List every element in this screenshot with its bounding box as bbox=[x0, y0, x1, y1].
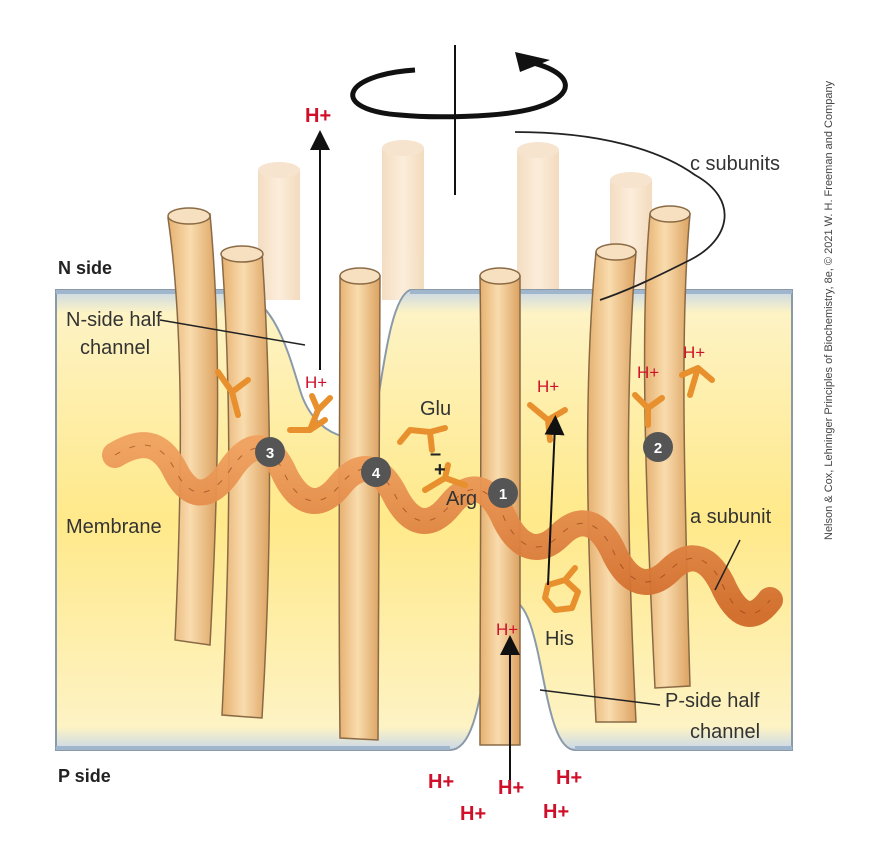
a-subunit-leader bbox=[714, 539, 741, 591]
proton-exit: H+ bbox=[305, 105, 331, 127]
c-helix-front-4-top bbox=[479, 267, 521, 285]
badge-1-label: 1 bbox=[499, 486, 507, 503]
c-helix-back-2 bbox=[382, 148, 424, 300]
c-helix-front-1 bbox=[167, 213, 219, 646]
n-half-channel-label-2: channel bbox=[80, 337, 150, 359]
a-subunit-label: a subunit bbox=[690, 506, 772, 528]
his-label: His bbox=[545, 628, 574, 650]
c-helix-back-3 bbox=[517, 150, 559, 300]
c-helix-back-1-top bbox=[258, 162, 300, 178]
badge-3-label: 3 bbox=[266, 445, 274, 462]
residue-site-5 bbox=[632, 392, 665, 428]
badge-2 bbox=[643, 432, 673, 462]
rotation-indicator bbox=[350, 45, 568, 195]
residue-arg bbox=[422, 462, 468, 493]
credit-line: Nelson & Cox, Lehninger Principles of Bi… bbox=[823, 80, 835, 540]
proton-site-3: H+ bbox=[305, 373, 327, 392]
rotation-arrow bbox=[350, 57, 568, 120]
badge-4 bbox=[361, 457, 391, 487]
glu-label: Glu bbox=[420, 398, 451, 420]
c-helix-back-2-top bbox=[382, 140, 424, 156]
badge-1 bbox=[488, 478, 518, 508]
site-badges: 3 4 1 2 bbox=[255, 432, 673, 508]
c-helix-back-3-top bbox=[517, 142, 559, 158]
proton-p-4: H+ bbox=[460, 803, 486, 825]
c-helix-front-2-top bbox=[220, 245, 264, 263]
protons: H+ H+ H+ H+ H+ H+ H+ H+ H+ H+ H+ bbox=[305, 105, 705, 825]
n-side-label: N side bbox=[58, 258, 112, 278]
residue-glu-site-3 bbox=[287, 393, 333, 433]
plus-sign: + bbox=[434, 459, 446, 481]
membrane-label: Membrane bbox=[66, 516, 162, 538]
p-side-label: P side bbox=[58, 766, 111, 786]
badge-2-label: 2 bbox=[654, 440, 662, 457]
proton-p-2: H+ bbox=[498, 777, 524, 799]
n-half-channel-label-1: N-side half bbox=[66, 309, 162, 331]
residue-1 bbox=[215, 369, 251, 418]
c-helix-front-5 bbox=[586, 251, 637, 723]
c-helix-front-6-top bbox=[649, 205, 691, 223]
c-helix-back-4-top bbox=[610, 172, 652, 188]
proton-p-1: H+ bbox=[428, 771, 454, 793]
arg-label: Arg bbox=[446, 488, 477, 510]
c-helix-front-3 bbox=[338, 275, 381, 741]
badge-4-label: 4 bbox=[372, 465, 381, 482]
proton-channel: H+ bbox=[496, 620, 518, 639]
p-channel-leader bbox=[539, 689, 661, 706]
c-helix-front-3-top bbox=[339, 267, 381, 285]
proton-p-3: H+ bbox=[556, 767, 582, 789]
a-subunit-coil bbox=[102, 432, 783, 627]
proton-site-1: H+ bbox=[537, 377, 559, 396]
c-helix-back-1 bbox=[258, 170, 300, 300]
proton-site-5: H+ bbox=[637, 363, 659, 382]
proton-site-6: H+ bbox=[683, 343, 705, 362]
rotation-arrow-head bbox=[515, 52, 550, 72]
c-helix-front-1-top bbox=[167, 207, 211, 225]
proton-p-5: H+ bbox=[543, 801, 569, 823]
minus-sign: – bbox=[430, 443, 441, 465]
p-half-channel-label-2: channel bbox=[690, 721, 760, 743]
residue-his bbox=[542, 565, 581, 613]
c-helix-front-2 bbox=[221, 251, 271, 719]
c-subunits-label: c subunits bbox=[690, 153, 780, 175]
p-half-channel-label-1: P-side half bbox=[665, 690, 760, 712]
residue-site-6 bbox=[679, 365, 715, 398]
proton-transfer-arrow bbox=[544, 415, 565, 586]
residue-glu bbox=[397, 425, 448, 453]
badge-3 bbox=[255, 437, 285, 467]
c-helix-front-5-top bbox=[595, 243, 637, 261]
n-channel-leader bbox=[159, 319, 306, 346]
c-subunits-bracket bbox=[514, 131, 726, 301]
